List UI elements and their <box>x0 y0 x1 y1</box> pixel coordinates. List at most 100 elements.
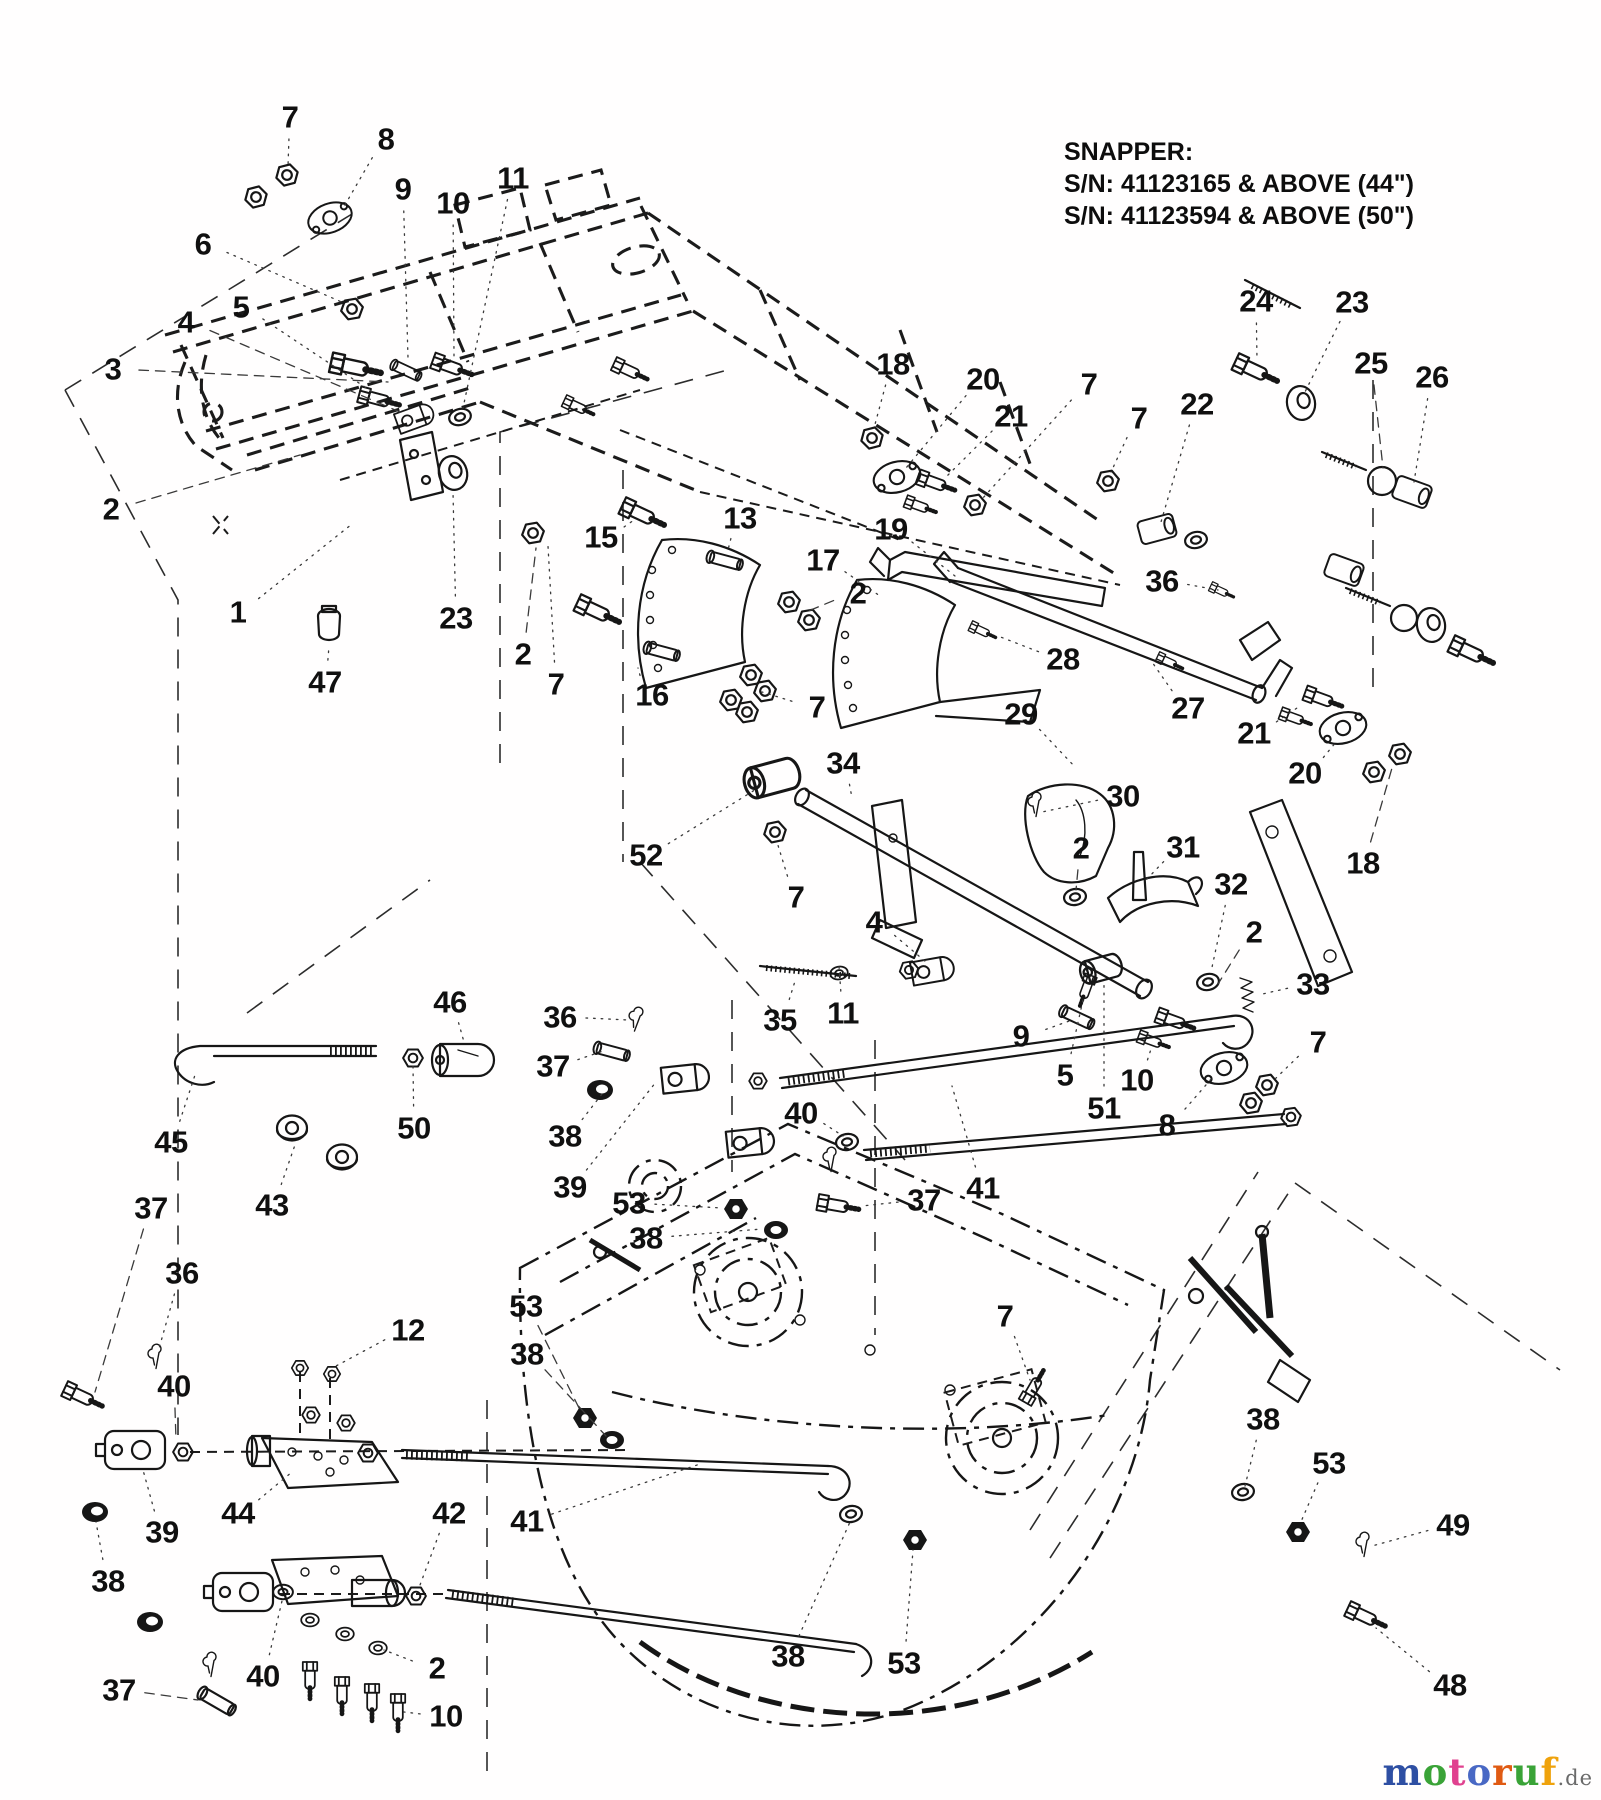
callout-label: 36 <box>543 1000 577 1035</box>
callout-label: 23 <box>439 601 473 636</box>
callout-label: 2 <box>515 637 532 672</box>
leader-line <box>654 1203 723 1209</box>
callout-17: 17 <box>806 543 881 597</box>
lock-nut-icon <box>723 1198 749 1220</box>
hex-nut-icon <box>322 1366 342 1382</box>
callout-label: 37 <box>536 1049 569 1084</box>
leader-line <box>257 523 353 600</box>
callout-53: 53 <box>1299 1446 1346 1525</box>
callout-7: 7 <box>981 367 1098 500</box>
callout-label: 32 <box>1214 867 1247 902</box>
callout-label: 48 <box>1433 1668 1467 1703</box>
hex-nut-icon <box>717 687 745 713</box>
leader-line <box>1322 741 1337 759</box>
callout-label: 2 <box>429 1651 446 1686</box>
callout-12: 12 <box>335 1313 425 1367</box>
leader-line <box>911 541 956 577</box>
leader-line <box>1070 999 1084 1055</box>
callout-label: 7 <box>809 690 826 725</box>
serial-number-note: SNAPPER: S/N: 41123165 & ABOVE (44") S/N… <box>1064 136 1414 232</box>
watermark-suffix: .de <box>1557 1766 1593 1790</box>
lock-nut-icon <box>1285 1521 1311 1543</box>
callout-label: 53 <box>612 1186 646 1221</box>
trunnion-icon <box>1135 512 1179 546</box>
leader-line <box>226 251 345 304</box>
bolt-icon <box>1344 1601 1388 1633</box>
callout-19: 19 <box>874 512 956 577</box>
leader-line <box>1299 1482 1319 1525</box>
leader-line <box>457 1022 465 1043</box>
leader-line <box>1371 1529 1429 1547</box>
callout-label: 21 <box>994 399 1028 434</box>
clevis-pin-icon <box>591 1039 633 1064</box>
callout-51: 51 <box>1087 983 1121 1126</box>
callout-label: 4 <box>866 905 884 940</box>
callout-label: 10 <box>429 1699 462 1734</box>
callout-label: 43 <box>255 1188 289 1223</box>
cotter-pin-icon <box>625 1005 645 1033</box>
callout-5: 5 <box>233 290 375 394</box>
leader-line <box>585 1081 657 1171</box>
washer-icon <box>335 1626 355 1642</box>
callout-label: 38 <box>629 1221 663 1256</box>
hex-nut-icon <box>336 1414 356 1432</box>
bolt-icon <box>335 1677 349 1714</box>
leader-line <box>419 1532 440 1586</box>
hex-nut-icon <box>733 699 761 725</box>
washer-icon <box>1182 528 1210 552</box>
lower-left-linkage <box>61 1343 873 1731</box>
leader-line <box>727 537 732 551</box>
callout-2: 2 <box>1073 831 1090 891</box>
callout-46: 46 <box>433 985 467 1043</box>
callout-44: 44 <box>221 1471 293 1531</box>
callout-36: 36 <box>1145 564 1219 599</box>
leader-line <box>667 787 759 845</box>
bolt-icon <box>574 594 623 630</box>
leader-line <box>905 394 967 469</box>
trunnion-icon <box>438 1042 496 1078</box>
bolt-icon <box>1232 353 1281 389</box>
callout-label: 10 <box>1120 1063 1153 1098</box>
callout-1: 1 <box>230 523 353 630</box>
hex-nut-icon <box>748 1072 768 1090</box>
leader-line <box>981 399 1072 500</box>
callout-37: 37 <box>536 1049 607 1084</box>
callout-label: 15 <box>584 520 618 555</box>
washer-icon <box>1061 886 1089 908</box>
washer-icon <box>1194 970 1222 994</box>
leader-line <box>943 430 993 480</box>
callout-label: 7 <box>1131 401 1148 436</box>
bolt-icon <box>303 1662 317 1699</box>
callout-2: 2 <box>103 454 301 527</box>
leader-line <box>94 1228 145 1393</box>
callout-10: 10 <box>1120 1045 1154 1098</box>
leader-line <box>335 1339 386 1367</box>
callout-21: 21 <box>1237 705 1301 751</box>
leader-line <box>142 1469 156 1512</box>
hex-nut-icon <box>795 607 823 633</box>
washer-icon <box>764 1221 788 1239</box>
callout-35: 35 <box>763 977 797 1038</box>
callout-47: 47 <box>308 645 342 700</box>
callout-16: 16 <box>635 667 669 713</box>
motoruf-watermark[interactable]: motoruf.de <box>1383 1750 1594 1794</box>
watermark-letter: f <box>1540 1750 1558 1794</box>
callout-label: 40 <box>157 1369 190 1404</box>
callout-5: 5 <box>1057 999 1084 1093</box>
bolt-icon <box>61 1381 105 1413</box>
callout-38: 38 <box>1244 1402 1280 1487</box>
front-lift-assembly <box>241 161 475 642</box>
eyebolt-hardware <box>1232 278 1497 671</box>
callout-label: 1 <box>230 595 247 630</box>
callout-label: 38 <box>510 1337 544 1372</box>
leader-line <box>577 1049 607 1061</box>
callout-50: 50 <box>397 1065 431 1146</box>
callout-label: 29 <box>1004 697 1038 732</box>
callout-2: 2 <box>515 547 537 672</box>
leader-line <box>776 841 789 877</box>
bolt-icon <box>1278 707 1313 730</box>
hex-nut-icon <box>1094 468 1122 494</box>
callout-25: 25 <box>1354 346 1388 469</box>
callout-37: 37 <box>94 1191 168 1393</box>
